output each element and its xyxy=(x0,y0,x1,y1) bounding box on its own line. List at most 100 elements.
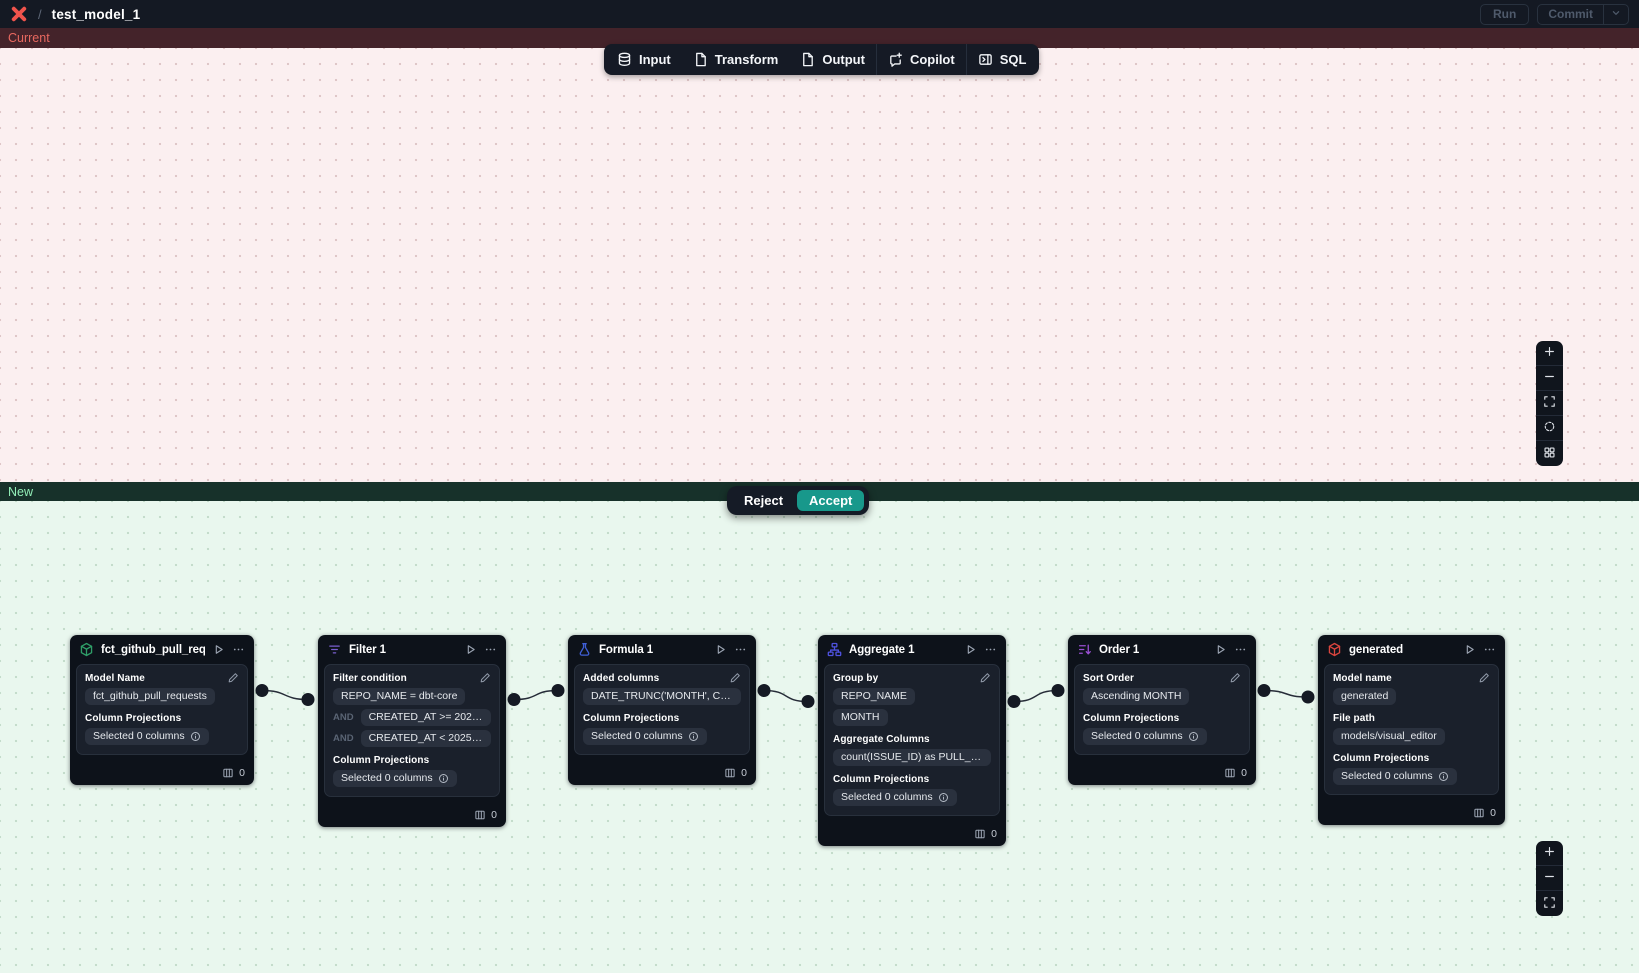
field-row: count(ISSUE_ID) as PULL_REQUEST_… xyxy=(833,749,991,766)
current-canvas[interactable] xyxy=(0,48,1639,482)
pill-text: models/visual_editor xyxy=(1341,730,1437,742)
node-run-button[interactable] xyxy=(714,643,727,656)
pill-text: Selected 0 columns xyxy=(93,730,185,742)
source-port[interactable] xyxy=(507,693,521,706)
node-header[interactable]: Filter 1 xyxy=(318,635,506,664)
source-port[interactable] xyxy=(757,684,771,697)
edit-icon[interactable] xyxy=(979,672,991,684)
new-canvas[interactable]: fct_github_pull_requestsModel Namefct_gi… xyxy=(0,501,1639,973)
field-row: Selected 0 columns xyxy=(85,728,239,745)
source-port[interactable] xyxy=(255,684,269,697)
field-row: Selected 0 columns xyxy=(333,770,491,787)
source-port[interactable] xyxy=(1257,684,1271,697)
pill-text: generated xyxy=(1341,690,1389,702)
target-port[interactable] xyxy=(551,684,565,697)
zoom-in-button[interactable] xyxy=(1536,841,1563,866)
node-header[interactable]: Formula 1 xyxy=(568,635,756,664)
fit-view-icon xyxy=(1543,896,1556,912)
row-count: 0 xyxy=(991,828,997,840)
layout-grid-button[interactable] xyxy=(1536,441,1563,466)
toolbar-item-sql[interactable]: SQL xyxy=(967,44,1038,75)
field-row: Selected 0 columns xyxy=(1083,728,1241,745)
fit-view-button[interactable] xyxy=(1536,891,1563,916)
edit-icon[interactable] xyxy=(729,672,741,684)
review-bar: Reject Accept xyxy=(727,486,870,515)
accept-button[interactable]: Accept xyxy=(797,490,865,511)
node-menu-button[interactable] xyxy=(984,643,997,656)
focus-button[interactable] xyxy=(1536,416,1563,441)
info-icon[interactable] xyxy=(938,792,949,803)
field-label: Filter condition xyxy=(333,673,407,684)
field-label: Group by xyxy=(833,673,879,684)
fit-view-button[interactable] xyxy=(1536,391,1563,416)
zoom-out-button[interactable] xyxy=(1536,866,1563,891)
source-port[interactable] xyxy=(1007,695,1021,708)
toolbar-item-transform[interactable]: Transform xyxy=(682,44,790,75)
node-run-button[interactable] xyxy=(212,643,225,656)
info-icon[interactable] xyxy=(438,773,449,784)
target-port[interactable] xyxy=(1301,690,1315,704)
pill-text: CREATED_AT < 2025-03-01 xyxy=(368,732,483,744)
columns-icon xyxy=(1224,767,1236,779)
columns-icon xyxy=(724,767,736,779)
info-icon[interactable] xyxy=(688,731,699,742)
node-header[interactable]: Aggregate 1 xyxy=(818,635,1006,664)
edit-icon[interactable] xyxy=(1229,672,1241,684)
node-header[interactable]: fct_github_pull_requests xyxy=(70,635,254,664)
node-run-button[interactable] xyxy=(1214,643,1227,656)
node-menu-button[interactable] xyxy=(484,643,497,656)
toolbar-item-copilot[interactable]: Copilot xyxy=(877,44,966,75)
target-port[interactable] xyxy=(801,695,815,708)
node-header[interactable]: Order 1 xyxy=(1068,635,1256,664)
node-run-button[interactable] xyxy=(1463,643,1476,656)
toolbar-item-label: SQL xyxy=(999,52,1027,67)
node-footer: 0 xyxy=(568,761,756,785)
zoom-out-button[interactable] xyxy=(1536,366,1563,391)
node-title: Formula 1 xyxy=(599,643,654,656)
node-menu-button[interactable] xyxy=(1483,643,1496,656)
target-port[interactable] xyxy=(301,693,315,706)
node-header[interactable]: generated xyxy=(1318,635,1505,664)
field-value-pill: Selected 0 columns xyxy=(85,728,209,745)
node-run-button[interactable] xyxy=(464,643,477,656)
app-logo-icon[interactable] xyxy=(10,5,28,23)
edit-icon[interactable] xyxy=(1478,672,1490,684)
node-footer: 0 xyxy=(1318,801,1505,825)
toolbar-item-input[interactable]: Input xyxy=(606,44,682,75)
field-value-pill: DATE_TRUNC('MONTH', CREATED_AT… xyxy=(583,688,741,705)
zoom-in-button[interactable] xyxy=(1536,341,1563,366)
node-menu-button[interactable] xyxy=(734,643,747,656)
reject-button[interactable]: Reject xyxy=(732,490,795,511)
node-run-button[interactable] xyxy=(964,643,977,656)
run-button[interactable]: Run xyxy=(1480,3,1530,25)
node-menu-button[interactable] xyxy=(232,643,245,656)
commit-button[interactable]: Commit xyxy=(1538,5,1603,24)
edit-icon[interactable] xyxy=(227,672,239,684)
node-menu-button[interactable] xyxy=(1234,643,1247,656)
edit-icon[interactable] xyxy=(479,672,491,684)
info-icon[interactable] xyxy=(1188,731,1199,742)
field-label: Model Name xyxy=(85,673,145,684)
info-icon[interactable] xyxy=(190,731,201,742)
pill-text: MONTH xyxy=(841,711,880,723)
reject-label: Reject xyxy=(744,493,784,508)
node-source[interactable]: fct_github_pull_requestsModel Namefct_gi… xyxy=(70,635,254,785)
fit-view-icon xyxy=(1543,395,1556,411)
toolbar-item-output[interactable]: Output xyxy=(789,44,876,75)
info-icon[interactable] xyxy=(1438,771,1449,782)
minus-icon xyxy=(1543,870,1556,886)
target-port[interactable] xyxy=(1051,684,1065,697)
commit-divider xyxy=(1603,4,1604,24)
condition-prefix: AND xyxy=(333,733,354,744)
commit-dropdown-button[interactable] xyxy=(1604,5,1628,24)
